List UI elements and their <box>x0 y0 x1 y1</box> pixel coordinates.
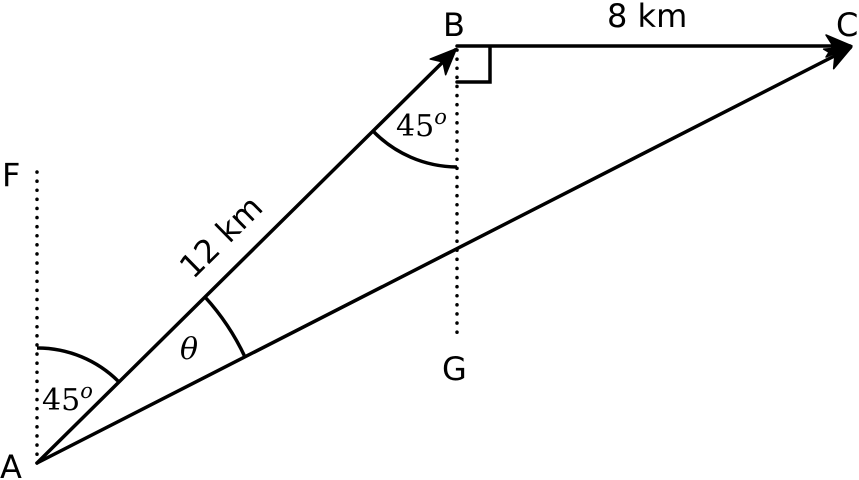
length-label-ab: 12 km <box>172 188 270 286</box>
point-label-a: A <box>0 448 22 480</box>
right-angle-marker <box>455 45 492 84</box>
vector-ab <box>35 47 458 465</box>
angle-arc-at-b <box>370 128 458 169</box>
point-label-g: G <box>442 350 467 388</box>
point-label-f: F <box>2 156 20 194</box>
length-label-bc: 8 km <box>607 0 687 35</box>
vector-ac <box>35 46 853 465</box>
point-label-b: B <box>443 6 465 44</box>
angle-label-at-a: 45o <box>42 379 93 418</box>
angle-label-theta: θ <box>180 332 198 367</box>
point-label-c: C <box>836 6 858 44</box>
angle-arc-at-a <box>36 346 121 384</box>
angle-label-at-b: 45o <box>396 105 447 144</box>
angle-arc-theta <box>203 295 247 358</box>
